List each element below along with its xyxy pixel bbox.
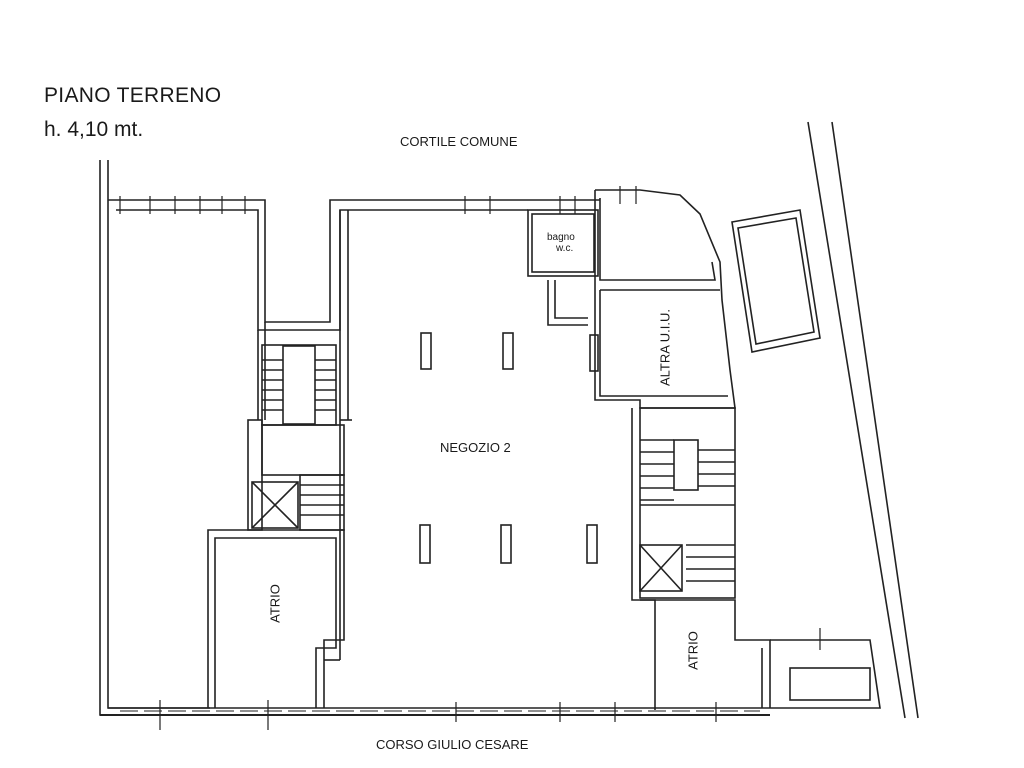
boundary-line (807, 121, 919, 719)
shop-walls (324, 210, 352, 661)
right-stair (639, 407, 736, 599)
shop-columns (419, 332, 598, 564)
left-elevator (251, 481, 299, 529)
street-label: CORSO GIULIO CESARE (376, 737, 529, 752)
bottom-right-bay (770, 639, 881, 709)
atrio-right-label: ATRIO (685, 631, 701, 670)
bathroom-block (527, 209, 599, 326)
left-building-walls (99, 160, 600, 716)
window-marks (119, 186, 821, 730)
street-wall (100, 707, 770, 716)
bathroom-label: bagno (547, 232, 575, 243)
bathroom-wc-label: w.c. (556, 243, 574, 254)
right-elevator (639, 544, 683, 592)
floor-title: PIANO TERRENO (44, 84, 222, 107)
shop-label: NEGOZIO 2 (440, 440, 511, 455)
left-atrio-walls (207, 529, 345, 708)
floor-height-note: h. 4,10 mt. (44, 118, 144, 141)
courtyard-label: CORTILE COMUNE (400, 134, 518, 149)
right-unit-walls (589, 189, 736, 409)
atrio-left-label: ATRIO (267, 584, 283, 623)
courtyard-planter (731, 209, 821, 353)
left-stair (247, 344, 345, 531)
right-atrio-walls (631, 408, 771, 710)
other-unit-label: ALTRA U.I.U. (657, 308, 673, 387)
